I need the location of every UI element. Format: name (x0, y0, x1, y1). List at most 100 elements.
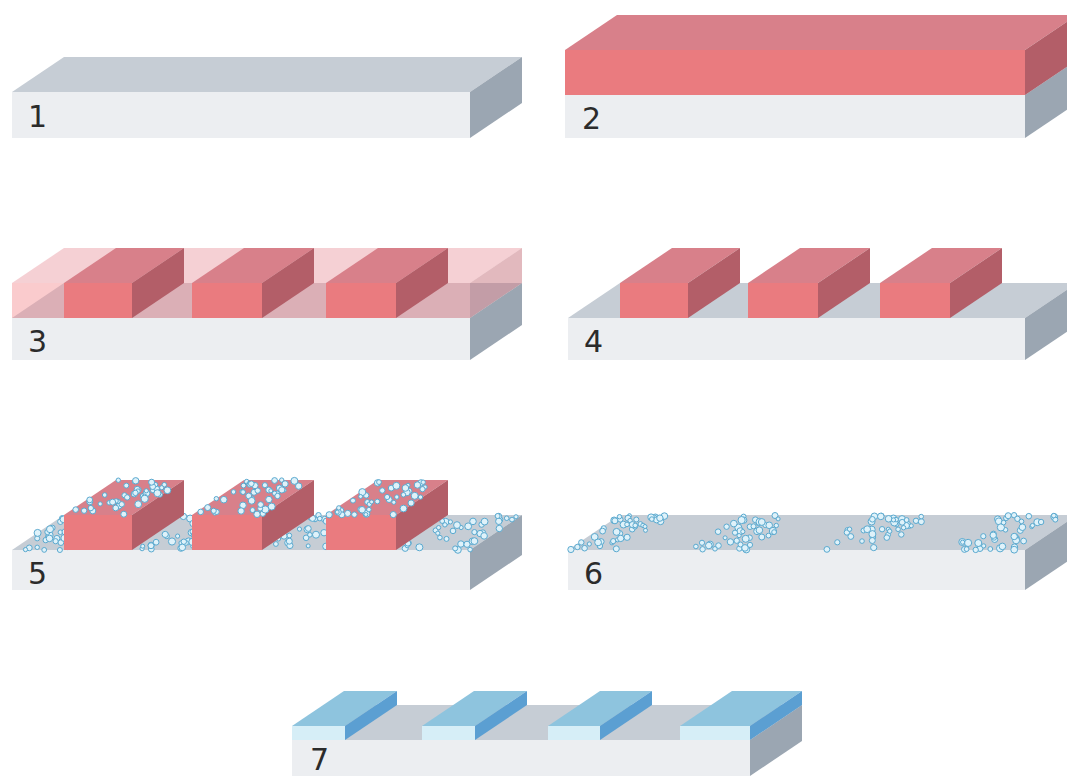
deposit-particle (275, 493, 280, 498)
deposit-particle (756, 527, 763, 534)
deposit-particle (613, 528, 620, 535)
deposited-strip-front (548, 726, 600, 740)
deposit-particle (835, 540, 840, 545)
deposit-particle (297, 527, 301, 531)
deposit-particle (98, 502, 102, 506)
deposit-particle (481, 518, 488, 525)
deposit-particle (262, 483, 267, 488)
substrate-top (568, 515, 1067, 550)
deposit-particle (258, 502, 264, 508)
deposit-particle (468, 547, 473, 552)
deposit-particle (53, 539, 58, 544)
deposit-particle (1005, 513, 1011, 519)
deposit-particle (568, 546, 574, 552)
step-number: 3 (28, 325, 47, 359)
deposit-particle (168, 538, 175, 545)
deposit-particle (716, 543, 722, 549)
deposit-particle (694, 544, 699, 549)
deposit-particle (633, 523, 638, 528)
deposit-particle (699, 540, 704, 545)
deposit-particle (305, 526, 311, 532)
deposit-particle (335, 510, 339, 514)
step-number: 2 (582, 102, 601, 136)
deposit-particle (304, 526, 311, 533)
deposited-strip-front (422, 726, 475, 740)
deposit-particle (618, 535, 624, 541)
deposit-particle (337, 506, 341, 510)
substrate-side (1025, 515, 1067, 590)
deposit-particle (723, 536, 727, 540)
deposit-particle (634, 517, 639, 522)
deposit-particle (375, 499, 380, 504)
deposit-particle (772, 530, 777, 535)
deposit-particle (1019, 524, 1026, 531)
deposit-particle (741, 530, 745, 534)
deposit-particle (411, 492, 418, 499)
photoresist-layer-top (565, 15, 1067, 50)
step-number: 1 (28, 100, 47, 134)
deposit-particle (133, 490, 138, 495)
deposit-particle (899, 532, 904, 537)
deposit-particle (1001, 520, 1006, 525)
deposit-particle (747, 542, 752, 547)
deposit-particle (35, 545, 39, 549)
deposit-particle (648, 514, 655, 521)
deposit-particle (595, 539, 602, 546)
deposit-particle (116, 478, 120, 482)
deposit-particle (758, 519, 765, 526)
deposit-particle (849, 534, 853, 538)
deposit-particle (47, 526, 54, 533)
deposit-particle (1021, 538, 1027, 544)
deposit-particle (742, 535, 749, 542)
deposit-particle (135, 501, 142, 508)
substrate-front (12, 318, 470, 360)
deposit-particle (87, 497, 93, 503)
deposit-particle (282, 481, 288, 487)
deposit-particle (421, 480, 425, 484)
substrate-top (12, 57, 522, 92)
deposit-particle (510, 517, 515, 522)
resist-block-side (396, 248, 448, 318)
deposit-particle (402, 485, 409, 492)
deposit-particle (367, 507, 372, 512)
deposit-particle (860, 539, 865, 544)
deposit-particle (238, 508, 244, 514)
deposit-particle (401, 493, 406, 498)
deposited-strip-side (750, 691, 802, 740)
deposit-particle (400, 505, 407, 512)
deposit-particle (913, 518, 918, 523)
deposit-particle (504, 516, 509, 521)
deposit-particle (249, 481, 255, 487)
deposit-particle (131, 491, 137, 497)
deposit-particle (416, 544, 423, 551)
deposit-particle (73, 507, 79, 513)
deposit-particle (990, 532, 996, 538)
resist-block-front (192, 515, 262, 550)
deposit-particle (266, 496, 272, 502)
deposited-strip-front (292, 726, 345, 740)
deposit-particle (964, 547, 969, 552)
deposited-strip-side (600, 691, 652, 740)
deposit-particle (727, 539, 733, 545)
deposit-particle (160, 486, 164, 490)
deposit-particle (731, 520, 738, 527)
deposit-particle (891, 518, 895, 522)
deposit-particle (437, 526, 441, 530)
deposit-particle (724, 524, 729, 529)
deposit-particle (918, 519, 924, 525)
resist-block-side (950, 248, 1002, 318)
deposit-particle (380, 488, 385, 493)
deposit-particle (715, 529, 721, 535)
substrate-front (292, 740, 750, 776)
deposit-particle (364, 513, 368, 517)
substrate-side (470, 515, 522, 590)
deposit-particle (1038, 519, 1043, 524)
deposit-particle (205, 505, 211, 511)
deposit-particle (110, 499, 116, 505)
deposit-particle (162, 531, 168, 537)
deposit-particle (481, 533, 488, 540)
deposit-particle (611, 517, 618, 524)
deposit-particle (359, 495, 363, 499)
deposit-particle (870, 517, 876, 523)
